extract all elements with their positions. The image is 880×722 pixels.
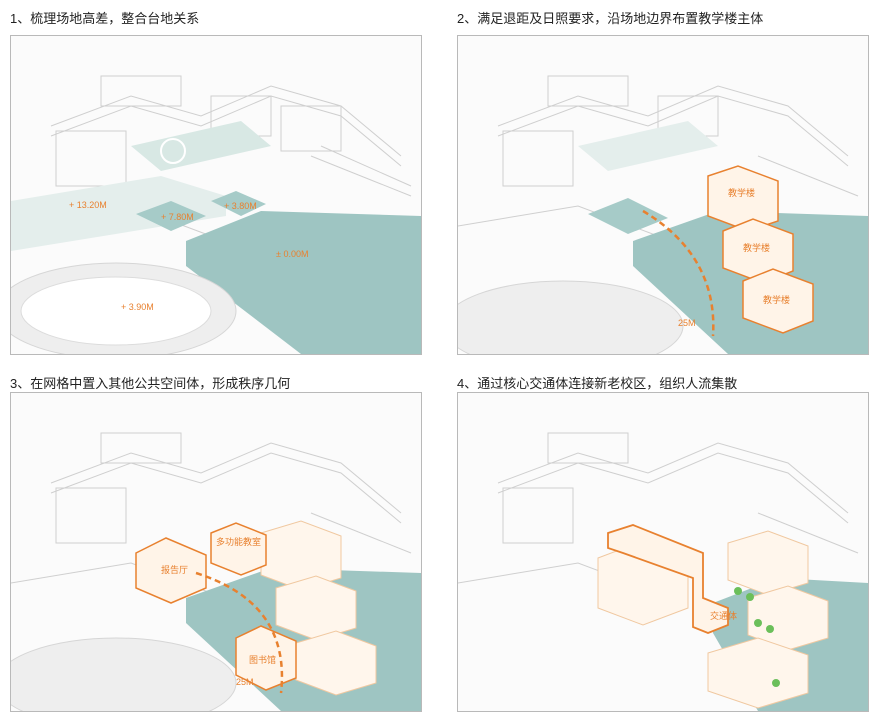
distance-arc (195, 571, 284, 694)
tree-icon (772, 679, 780, 687)
step-4-caption: 4、通过核心交通体连接新老校区，组织人流集散 (457, 376, 738, 391)
terrace (588, 198, 668, 234)
teaching-buildings (707, 165, 814, 334)
tree-icon (746, 593, 754, 601)
building-label: 教学楼 (763, 294, 790, 305)
tree-icon (734, 587, 742, 595)
tree-icon (766, 625, 774, 633)
elevation-label: ± 0.00M (276, 249, 308, 259)
sports-field (20, 276, 212, 346)
teaching-building (742, 268, 814, 334)
existing-buildings (458, 432, 859, 594)
teaching-building (707, 165, 779, 232)
teaching-building-diagram: 教学楼 教学楼 教学楼 25M (458, 75, 868, 354)
plaza (578, 121, 718, 171)
new-campus (597, 530, 829, 709)
building-label: 报告厅 (161, 564, 188, 575)
plaza (131, 121, 271, 171)
setback-arc (642, 209, 715, 337)
sports-track (458, 280, 684, 354)
step-1-panel: + 13.20M + 7.80M + 3.80M ± 0.00M + 3.90M (10, 35, 422, 355)
distance-label: 25M (236, 677, 254, 687)
step-4-panel: 交通体 (457, 392, 869, 712)
teaching-building (722, 218, 794, 284)
building-label: 图书馆 (249, 654, 276, 665)
building-label: 教学楼 (728, 187, 755, 198)
existing-buildings (11, 432, 412, 594)
terrace-7-80 (136, 201, 206, 231)
elevation-label: + 13.20M (69, 200, 107, 210)
step-1-caption: 1、梳理场地高差，整合台地关系 (10, 11, 200, 26)
sports-track (11, 637, 237, 711)
building-label: 教学楼 (743, 242, 770, 253)
teaching-buildings (260, 520, 377, 696)
elevation-label: + 7.80M (161, 212, 194, 222)
step-3-caption: 3、在网格中置入其他公共空间体，形成秩序几何 (10, 376, 291, 391)
step-3-panel: 报告厅 多功能教室 图书馆 25M (10, 392, 422, 712)
circulation-diagram: 交通体 (458, 432, 868, 711)
step-2-caption: 2、满足退距及日照要求，沿场地边界布置教学楼主体 (457, 11, 764, 26)
public-space-diagram: 报告厅 多功能教室 图书馆 25M (11, 432, 421, 711)
circulation-core (607, 524, 729, 634)
multipurpose-room (210, 522, 267, 576)
lecture-hall (135, 537, 207, 604)
elevation-label: + 3.90M (121, 302, 154, 312)
building-label: 多功能教室 (216, 536, 261, 547)
tree-icon (754, 619, 762, 627)
elevation-label: + 3.80M (224, 201, 257, 211)
terrace-0-00 (186, 211, 421, 354)
plaza-circle (160, 138, 186, 164)
step-2-panel: 教学楼 教学楼 教学楼 25M (457, 35, 869, 355)
distance-label: 25M (678, 318, 696, 328)
terrace-upper (11, 176, 226, 251)
existing-buildings (11, 75, 412, 237)
site-diagram: + 13.20M + 7.80M + 3.80M ± 0.00M + 3.90M (11, 75, 421, 354)
trees (734, 587, 780, 687)
building-label: 交通体 (710, 610, 737, 621)
terrace-3-80 (211, 191, 266, 216)
